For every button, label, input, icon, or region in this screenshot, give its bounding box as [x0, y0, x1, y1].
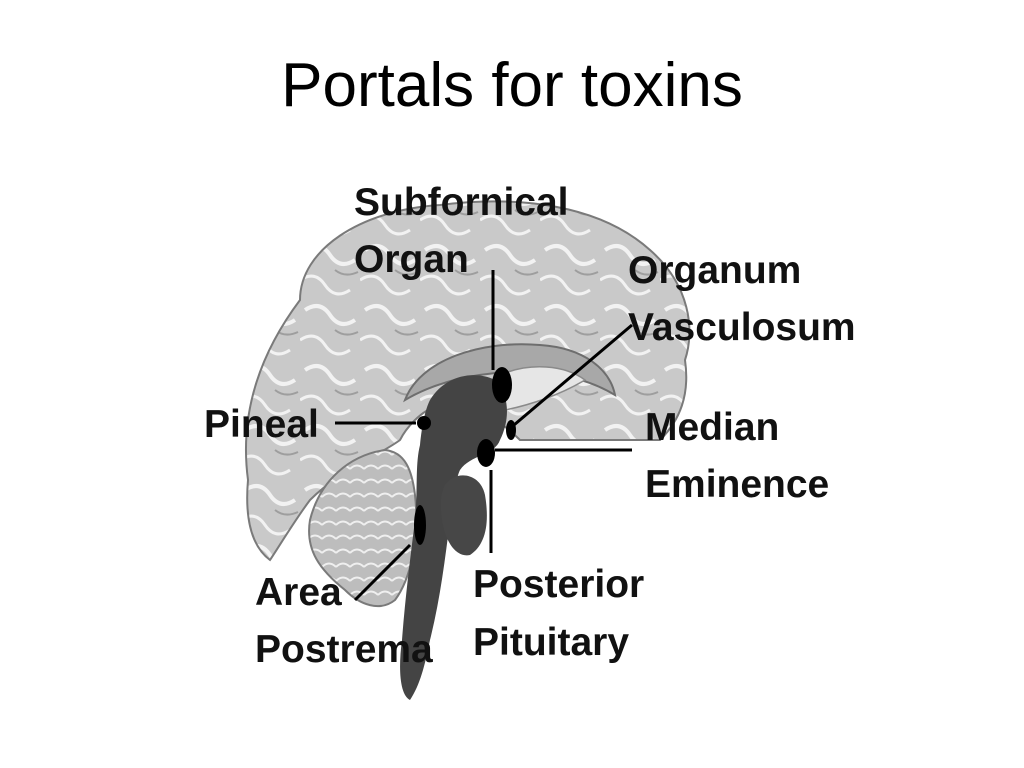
pineal-marker: [417, 416, 431, 430]
organum-leader-line: [513, 323, 633, 427]
median-eminence-marker: [477, 439, 495, 467]
organum-vasculosum-marker: [506, 420, 516, 440]
slide-title: Portals for toxins: [281, 51, 743, 120]
organum-vasculosum-label: Organum Vasculosum: [628, 249, 856, 349]
median-eminence-label: Median Eminence: [645, 406, 829, 506]
pineal-label: Pineal: [204, 403, 319, 446]
subfornical-organ-marker: [492, 367, 512, 403]
brainstem: [400, 375, 507, 700]
area-postrema-marker: [414, 505, 426, 545]
posterior-pituitary-label: Posterior Pituitary: [473, 563, 655, 664]
area-postrema-leader-line: [353, 543, 412, 602]
lateral-ventricle: [499, 366, 587, 411]
area-postrema-label: Area Postrema: [255, 571, 433, 671]
pons: [440, 475, 487, 556]
subfornical-organ-label: Subfornical Organ: [354, 181, 579, 281]
